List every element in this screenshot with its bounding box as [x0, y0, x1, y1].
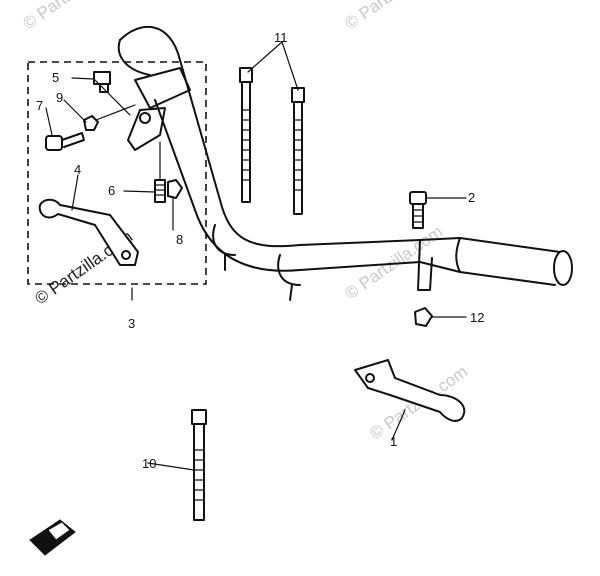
nut-9 — [83, 115, 99, 131]
clamp-bracket — [127, 67, 191, 151]
front-direction-icon — [29, 519, 76, 556]
cable-strap-11b — [291, 87, 305, 215]
callout-8: 8 — [176, 232, 183, 247]
nut-8 — [167, 179, 183, 199]
assembly-box — [27, 61, 207, 285]
callout-7: 7 — [36, 98, 43, 113]
bolt-7 — [45, 132, 85, 151]
callout-12: 12 — [470, 310, 484, 325]
nut-12 — [414, 307, 433, 327]
callout-2: 2 — [468, 190, 475, 205]
bolt-2 — [409, 191, 427, 229]
callout-10: 10 — [142, 456, 156, 471]
callout-1: 1 — [390, 434, 397, 449]
callout-3: 3 — [128, 316, 135, 331]
bolt-5 — [93, 71, 111, 93]
cable-strap-11a — [239, 67, 253, 203]
leader-lines — [45, 41, 467, 471]
watermark-top-left: © Partzilla.com — [19, 0, 124, 33]
callout-5: 5 — [52, 70, 59, 85]
callout-11: 11 — [274, 30, 288, 45]
cable-strap-10 — [191, 409, 207, 521]
left-lever — [38, 198, 139, 266]
callout-4: 4 — [74, 162, 81, 177]
callout-6: 6 — [108, 183, 115, 198]
right-lever — [354, 359, 466, 422]
watermark-top-right: © Partzilla.com — [341, 0, 446, 33]
right-grip — [417, 237, 573, 291]
screw-6 — [154, 179, 166, 203]
watermark-mid-right: © Partzilla.com — [341, 222, 446, 303]
handlebar — [117, 25, 421, 301]
callout-9: 9 — [56, 90, 63, 105]
